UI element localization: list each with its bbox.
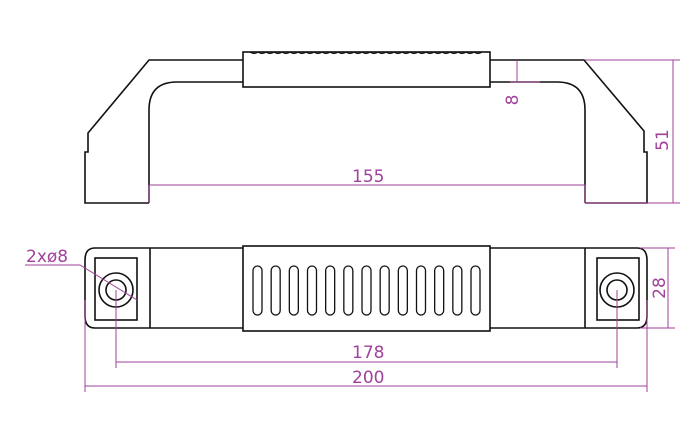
grip-slot <box>379 265 390 316</box>
grip-slot <box>270 265 281 316</box>
grip-slot <box>252 265 263 316</box>
handle-inner-profile <box>148 81 586 203</box>
dim-51: 51 <box>653 129 673 151</box>
grip-slot <box>397 265 408 316</box>
hole-leader <box>25 264 138 301</box>
top-dimensions <box>25 247 675 392</box>
grip-slot <box>361 265 372 316</box>
grip-slots <box>252 265 481 316</box>
dim-28: 28 <box>650 277 670 299</box>
grip-slot <box>343 265 354 316</box>
dim-200: 200 <box>352 368 384 388</box>
dim-8: 8 <box>503 95 523 106</box>
mount-pad-right <box>596 257 640 321</box>
top-view <box>84 245 648 332</box>
grip-slot <box>470 265 481 316</box>
grip-slot <box>452 265 463 316</box>
grip-slot <box>325 265 336 316</box>
dim-155: 155 <box>352 167 384 187</box>
grip-slot <box>306 265 318 316</box>
dim-178: 178 <box>352 343 384 363</box>
grip-side <box>242 51 491 88</box>
side-view <box>84 51 648 204</box>
grip-slot <box>415 265 427 316</box>
dim-hole-note: 2xø8 <box>26 247 68 267</box>
grip-ridges <box>249 51 483 55</box>
grip-top <box>242 245 491 332</box>
body-outline <box>84 247 648 329</box>
side-dimensions <box>148 59 680 204</box>
grip-slot <box>288 265 299 316</box>
grip-slot <box>434 265 445 316</box>
